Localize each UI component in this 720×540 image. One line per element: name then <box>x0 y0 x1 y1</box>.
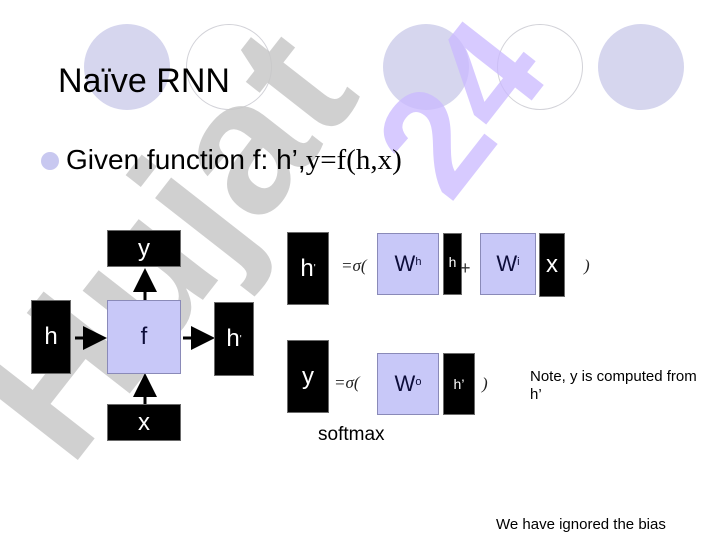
decor-circle <box>598 24 684 110</box>
eq1-sigma: =σ( <box>341 256 367 275</box>
eq1-close-paren: ) <box>584 256 590 275</box>
note-computed-from: Note, y is computed from h’ <box>530 368 697 403</box>
input-x-label: x <box>138 408 150 436</box>
wi-superscript: i <box>517 256 520 268</box>
function-f-label: f <box>140 323 148 350</box>
prime-mark: ' <box>313 263 316 274</box>
decor-circle <box>383 24 469 110</box>
eq2-y-block: y <box>287 340 329 413</box>
prime-mark: ' <box>239 333 242 345</box>
output-hprime-label: h <box>226 325 240 352</box>
eq1-h-label: h <box>448 254 457 270</box>
decor-circle <box>84 24 170 110</box>
eq2-hprime-label: h’ <box>453 376 465 392</box>
bullet-prefix: Given function f: h’, <box>66 144 306 175</box>
input-h-label: h <box>44 323 58 350</box>
bullet-text: Given function f: h’,y=f(h,x) <box>66 144 402 177</box>
output-y-label: y <box>138 234 150 262</box>
eq1-plus: + <box>460 258 471 278</box>
eq2-hprime-vector: h’ <box>443 353 475 415</box>
eq2-sigma: =σ( <box>334 373 360 392</box>
eq1-x-vector: x <box>539 233 565 297</box>
eq2-y-label: y <box>302 362 314 390</box>
bullet-formula: y=f(h,x) <box>305 144 402 176</box>
wh-superscript: h <box>415 256 422 268</box>
eq1-h-vector: h <box>443 233 462 295</box>
input-x-block: x <box>107 404 181 441</box>
output-y-block: y <box>107 230 181 267</box>
note-bias: We have ignored the bias <box>496 516 666 533</box>
input-h-block: h <box>31 300 71 374</box>
function-f-block: f <box>107 300 181 374</box>
softmax-label: softmax <box>318 424 385 445</box>
eq1-hprime-label: h <box>300 254 314 282</box>
wh-label: W <box>394 251 416 276</box>
wi-label: W <box>496 251 518 276</box>
slide-title: Naïve RNN <box>58 62 230 100</box>
output-hprime-block: h' <box>214 302 254 376</box>
eq2-close-paren: ) <box>482 374 488 393</box>
wo-label: W <box>394 371 416 396</box>
bullet-icon <box>41 152 59 170</box>
decor-circle-outline <box>186 24 272 110</box>
eq1-hprime-block: h' <box>287 232 329 305</box>
eq1-x-label: x <box>546 251 558 278</box>
wo-superscript: o <box>415 376 422 388</box>
decor-circle-outline <box>497 24 583 110</box>
